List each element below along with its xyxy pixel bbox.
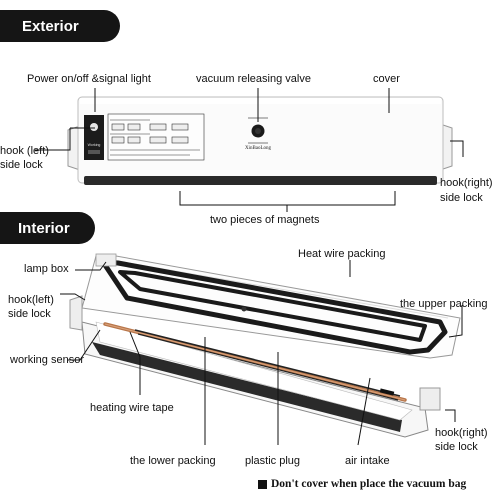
exterior-title: Exterior — [22, 17, 79, 35]
square-bullet-icon — [258, 479, 267, 489]
label-upper-packing: the upper packing — [400, 298, 488, 310]
warning-note-text: Don't cover when place the vacuum bag — [271, 478, 467, 490]
interior-title: Interior — [18, 219, 70, 237]
exterior-device: Working XinBaoLong — [67, 96, 453, 185]
interior-header: Interior — [0, 212, 95, 244]
label-lower-packing: the lower packing — [130, 455, 216, 467]
label-hook-right-ext: hook(right) side lock — [440, 176, 493, 206]
panel-tag-text: Working — [88, 143, 101, 147]
warning-note: Don't cover when place the vacuum bag — [258, 478, 466, 490]
label-working-sensor: working sensor — [10, 354, 84, 366]
label-hook-left-ext-line1: hook (left) — [0, 145, 49, 157]
label-hook-right-int: hook(right) side lock — [435, 426, 488, 454]
label-hook-right-ext-line2: side lock — [440, 192, 483, 204]
label-heating-wire-tape: heating wire tape — [90, 402, 174, 414]
label-hook-left-int-line2: side lock — [8, 308, 51, 320]
label-hook-left-int: hook(left) side lock — [8, 293, 54, 321]
interior-leaders — [60, 260, 463, 446]
label-hook-left-ext: hook (left) side lock — [0, 144, 49, 172]
label-hook-right-int-line1: hook(right) — [435, 427, 488, 439]
exterior-header: Exterior — [0, 10, 120, 42]
brand-text: XinBaoLong — [245, 146, 272, 151]
label-hook-left-int-line1: hook(left) — [8, 294, 54, 306]
label-lamp-box: lamp box — [24, 263, 69, 275]
label-magnets: two pieces of magnets — [210, 214, 320, 226]
exterior-leaders — [35, 88, 464, 212]
label-air-intake: air intake — [345, 455, 390, 467]
label-heat-wire-packing: Heat wire packing — [298, 248, 386, 260]
label-hook-right-int-line2: side lock — [435, 441, 478, 453]
interior-device — [69, 253, 461, 438]
label-plastic-plug: plastic plug — [245, 455, 301, 467]
label-power: Power on/off &signal light — [27, 73, 151, 85]
label-valve: vacuum releasing valve — [196, 73, 311, 85]
instruction-panel — [107, 113, 205, 161]
label-hook-right-ext-line1: hook(right) — [440, 177, 493, 189]
label-cover: cover — [373, 73, 400, 85]
label-hook-left-ext-line2: side lock — [0, 159, 43, 171]
